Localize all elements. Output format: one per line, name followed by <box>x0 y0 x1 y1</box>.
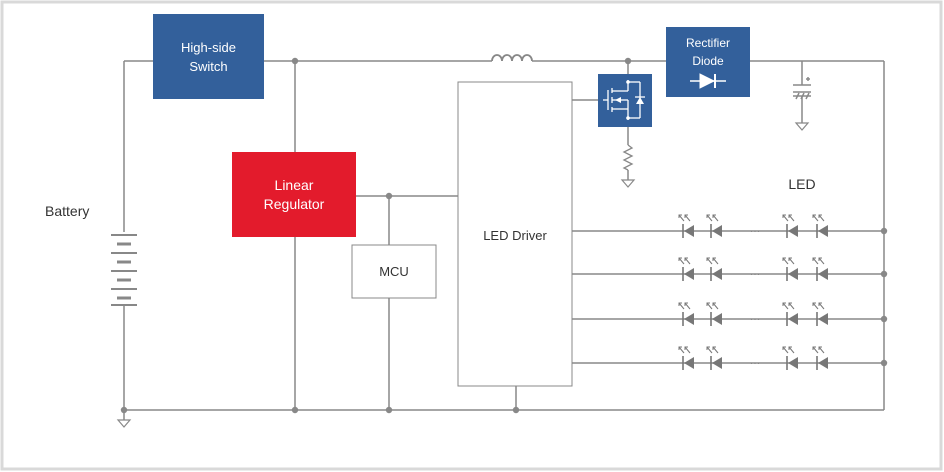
led-row-ellipsis-2: … <box>749 266 761 278</box>
led-symbol <box>782 257 798 281</box>
high-side-switch-block <box>153 14 264 99</box>
battery-symbol <box>111 234 137 306</box>
led-symbol <box>706 302 722 326</box>
mosfet-symbol <box>598 74 652 127</box>
led-symbol <box>782 346 798 370</box>
led-symbol <box>678 257 694 281</box>
led-symbol <box>706 346 722 370</box>
high-side-switch-line1: High-side <box>181 40 236 55</box>
ground-symbol-battery <box>116 419 132 428</box>
junction-dots <box>120 57 888 414</box>
wires <box>123 60 885 420</box>
led-symbol <box>782 302 798 326</box>
led-label: LED <box>788 176 816 192</box>
capacitor-symbol <box>793 77 811 100</box>
linear-regulator-block <box>232 152 356 237</box>
led-symbol <box>782 214 798 238</box>
linear-regulator-line1: Linear <box>274 177 314 193</box>
rectifier-diode-block <box>666 27 750 97</box>
battery-label: Battery <box>45 203 90 219</box>
rectifier-diode-label: Rectifier Diode <box>666 34 750 70</box>
led-row-ellipsis-1: … <box>749 223 761 235</box>
inductor-symbol <box>491 54 533 62</box>
led-symbol <box>678 214 694 238</box>
led-symbol <box>812 214 828 238</box>
mcu-label: MCU <box>379 264 409 279</box>
led-symbol <box>812 302 828 326</box>
led-symbol <box>706 257 722 281</box>
led-symbol <box>812 346 828 370</box>
high-side-switch-label: High-side Switch <box>153 38 264 76</box>
linear-regulator-line2: Regulator <box>263 196 325 212</box>
rectifier-diode-symbol <box>690 73 726 89</box>
ground-symbol-capacitor <box>794 122 810 131</box>
led-symbol <box>706 214 722 238</box>
rectifier-diode-line1: Rectifier <box>685 36 730 50</box>
led-row-ellipsis-4: … <box>749 355 761 367</box>
led-symbol <box>678 346 694 370</box>
led-row-ellipsis-3: … <box>749 311 761 323</box>
high-side-switch-line2: Switch <box>189 59 228 74</box>
led-driver-block <box>457 81 573 387</box>
led-array <box>678 214 828 370</box>
mcu-block <box>351 244 437 299</box>
led-symbol <box>812 257 828 281</box>
ground-symbol-resistor <box>620 179 636 188</box>
led-driver-label: LED Driver <box>483 228 547 243</box>
resistor-symbol <box>622 144 634 171</box>
rectifier-diode-line2: Diode <box>692 54 724 68</box>
led-symbol <box>678 302 694 326</box>
linear-regulator-label: Linear Regulator <box>232 176 356 214</box>
